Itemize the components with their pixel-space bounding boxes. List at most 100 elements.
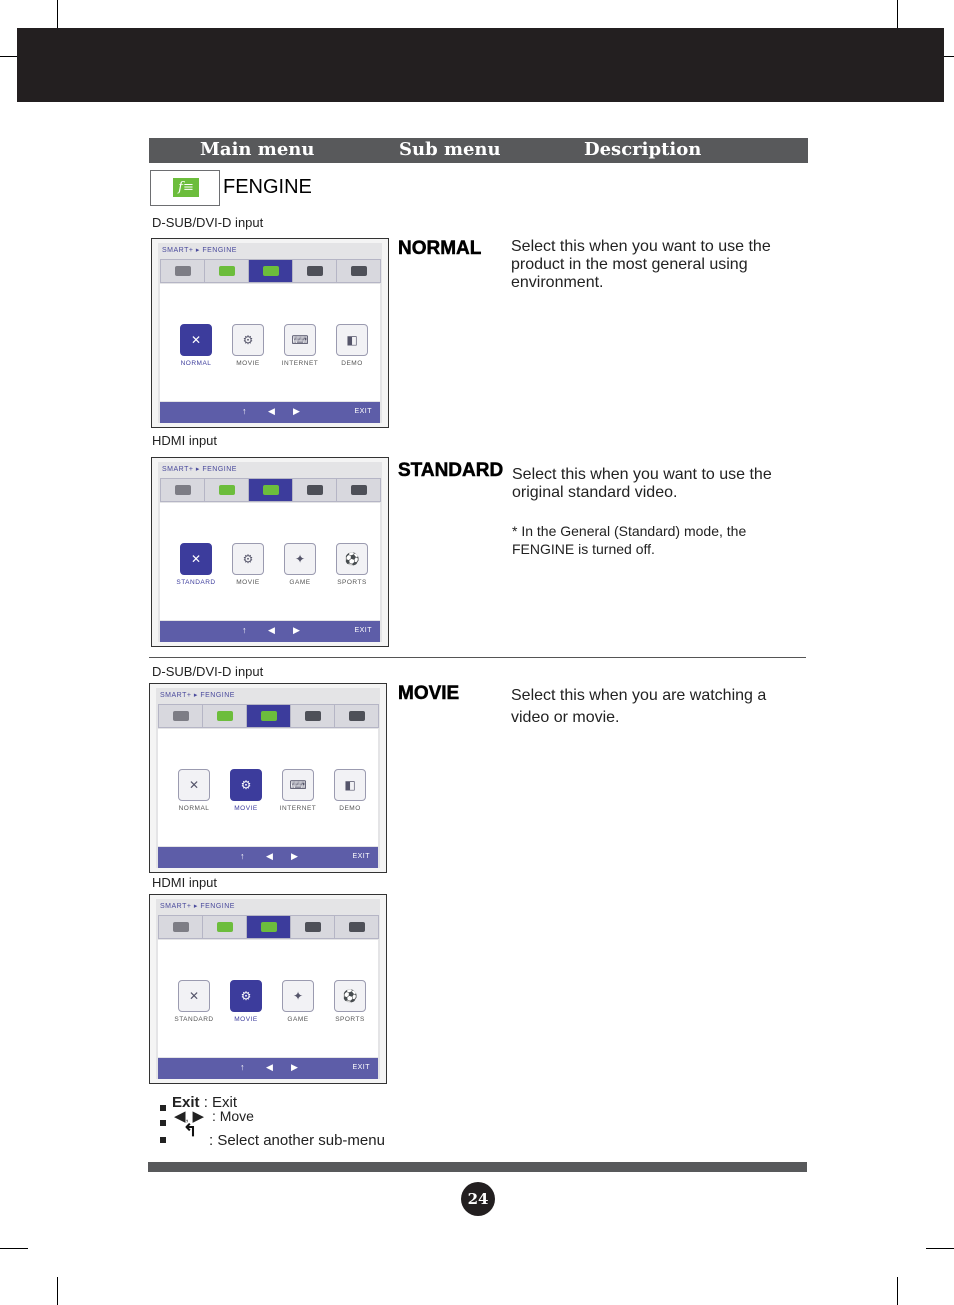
setup-tab-icon bbox=[350, 485, 367, 495]
movie-mode-icon: ⚙ bbox=[232, 543, 264, 575]
bullet bbox=[160, 1137, 166, 1143]
sports-mode-icon: ⚽ bbox=[334, 980, 366, 1012]
osd-tab bbox=[290, 704, 335, 728]
input-label-hdmi: HDMI input bbox=[152, 433, 218, 448]
normal-description: Select this when you want to use the pro… bbox=[511, 238, 771, 292]
header-description: Description bbox=[584, 139, 702, 160]
osd-panel: SMART+ ▸ FENGINE✕NORMAL⚙MOVIE⌨INTERNET◧D… bbox=[156, 688, 380, 868]
osd-panel: SMART+ ▸ FENGINE✕NORMAL⚙MOVIE⌨INTERNET◧D… bbox=[158, 243, 382, 423]
osd-tab bbox=[336, 259, 381, 283]
color-tab-icon bbox=[218, 485, 235, 495]
movie-mode-icon: ⚙ bbox=[230, 980, 262, 1012]
osd-footer: ↑◀▶EXIT bbox=[160, 402, 380, 423]
osd-tab bbox=[204, 478, 249, 502]
right-arrow-icon: ▶ bbox=[293, 625, 300, 635]
osd-breadcrumb: SMART+ ▸ FENGINE bbox=[160, 903, 235, 910]
desc-line: original standard video. bbox=[512, 484, 678, 501]
osd-tab-bar bbox=[160, 478, 381, 502]
demo-mode-icon: ◧ bbox=[334, 769, 366, 801]
standard-note: * In the General (Standard) mode, the FE… bbox=[512, 522, 746, 558]
osd-panel: SMART+ ▸ FENGINE✕STANDARD⚙MOVIE✦GAME⚽SPO… bbox=[158, 462, 382, 642]
osd-panel: SMART+ ▸ FENGINE✕STANDARD⚙MOVIE✦GAME⚽SPO… bbox=[156, 899, 380, 1079]
fengine-tab-icon bbox=[260, 711, 277, 721]
osd-footer: ↑◀▶EXIT bbox=[158, 847, 378, 868]
osd-item-label: STANDARD bbox=[176, 579, 216, 586]
desc-line: environment. bbox=[511, 274, 604, 291]
position-tab-icon bbox=[304, 922, 321, 932]
up-arrow-icon: ↑ bbox=[242, 625, 247, 635]
osd-item-label: MOVIE bbox=[234, 1016, 258, 1023]
osd-footer: ↑◀▶EXIT bbox=[160, 621, 380, 642]
left-arrow-icon: ◀ bbox=[266, 1062, 273, 1072]
right-arrow-icon: ▶ bbox=[291, 1062, 298, 1072]
osd-tab bbox=[202, 704, 247, 728]
mode-title-movie: MOVIE bbox=[398, 683, 460, 705]
desc-line: product in the most general using bbox=[511, 256, 748, 273]
standard-mode-icon: ✕ bbox=[180, 543, 212, 575]
up-arrow-icon: ↑ bbox=[242, 406, 247, 416]
top-banner bbox=[17, 28, 944, 102]
standard-description: Select this when you want to use the ori… bbox=[512, 466, 772, 502]
osd-breadcrumb: SMART+ ▸ FENGINE bbox=[162, 247, 237, 254]
osd-tab-bar bbox=[160, 259, 381, 283]
right-arrow-icon: ▶ bbox=[192, 1108, 205, 1125]
osd-item-label: MOVIE bbox=[236, 579, 260, 586]
osd-tab bbox=[246, 915, 291, 939]
position-tab-icon bbox=[306, 266, 323, 276]
crop-mark bbox=[897, 1277, 898, 1305]
osd-footer: ↑◀▶EXIT bbox=[158, 1058, 378, 1079]
game-mode-icon: ✦ bbox=[282, 980, 314, 1012]
osd-item-label: GAME bbox=[289, 579, 311, 586]
input-label-hdmi: HDMI input bbox=[152, 875, 218, 890]
fengine-icon-box: f≡ bbox=[150, 170, 220, 206]
desc-line: video or movie. bbox=[511, 709, 620, 726]
mode-title-normal: NORMAL bbox=[398, 238, 482, 260]
movie-description: Select this when you are watching a vide… bbox=[511, 685, 766, 729]
input-label-dsub: D-SUB/DVI-D input bbox=[152, 215, 264, 230]
osd-body: ✕NORMAL⚙MOVIE⌨INTERNET◧DEMO bbox=[158, 729, 378, 846]
fengine-tab-icon bbox=[262, 485, 279, 495]
osd-tab bbox=[202, 915, 247, 939]
osd-tab-bar bbox=[158, 704, 379, 728]
osd-item-label: MOVIE bbox=[234, 805, 258, 812]
movie-mode-icon: ⚙ bbox=[232, 324, 264, 356]
osd-tab bbox=[292, 478, 337, 502]
osd-breadcrumb: SMART+ ▸ FENGINE bbox=[160, 692, 235, 699]
internet-mode-icon: ⌨ bbox=[284, 324, 316, 356]
footer-bar bbox=[148, 1162, 807, 1172]
osd-tab bbox=[246, 704, 291, 728]
picture-tab-icon bbox=[174, 266, 191, 276]
osd-tab bbox=[158, 704, 203, 728]
osd-breadcrumb: SMART+ ▸ FENGINE bbox=[162, 466, 237, 473]
osd-tab bbox=[248, 478, 293, 502]
osd-tab bbox=[160, 259, 205, 283]
osd-item-label: SPORTS bbox=[337, 579, 367, 586]
osd-tab bbox=[158, 915, 203, 939]
fengine-tab-icon bbox=[262, 266, 279, 276]
bullet bbox=[160, 1120, 166, 1126]
osd-item-label: STANDARD bbox=[174, 1016, 214, 1023]
osd-screen: SMART+ ▸ FENGINE✕STANDARD⚙MOVIE✦GAME⚽SPO… bbox=[151, 457, 389, 647]
up-arrow-icon: ↑ bbox=[240, 851, 245, 861]
sports-mode-icon: ⚽ bbox=[336, 543, 368, 575]
picture-tab-icon bbox=[172, 711, 189, 721]
crop-mark bbox=[57, 1277, 58, 1305]
osd-tab bbox=[290, 915, 335, 939]
osd-tab bbox=[204, 259, 249, 283]
section-divider bbox=[149, 657, 806, 658]
internet-mode-icon: ⌨ bbox=[282, 769, 314, 801]
osd-screen: SMART+ ▸ FENGINE✕STANDARD⚙MOVIE✦GAME⚽SPO… bbox=[149, 894, 387, 1084]
osd-item-label: DEMO bbox=[341, 360, 363, 367]
osd-item-label: INTERNET bbox=[281, 360, 319, 367]
table-header: Main menu Sub menu Description bbox=[149, 138, 808, 163]
crop-mark bbox=[57, 0, 58, 28]
exit-key: Exit bbox=[172, 1094, 200, 1111]
input-label-dsub: D-SUB/DVI-D input bbox=[152, 664, 264, 679]
crop-mark bbox=[944, 56, 954, 57]
osd-tab bbox=[248, 259, 293, 283]
fengine-icon: f≡ bbox=[173, 178, 199, 197]
crop-mark bbox=[0, 1248, 28, 1249]
osd-item-label: SPORTS bbox=[335, 1016, 365, 1023]
exit-text: : Exit bbox=[203, 1094, 238, 1111]
legend-move: ◀, ▶ : Move bbox=[174, 1108, 254, 1125]
